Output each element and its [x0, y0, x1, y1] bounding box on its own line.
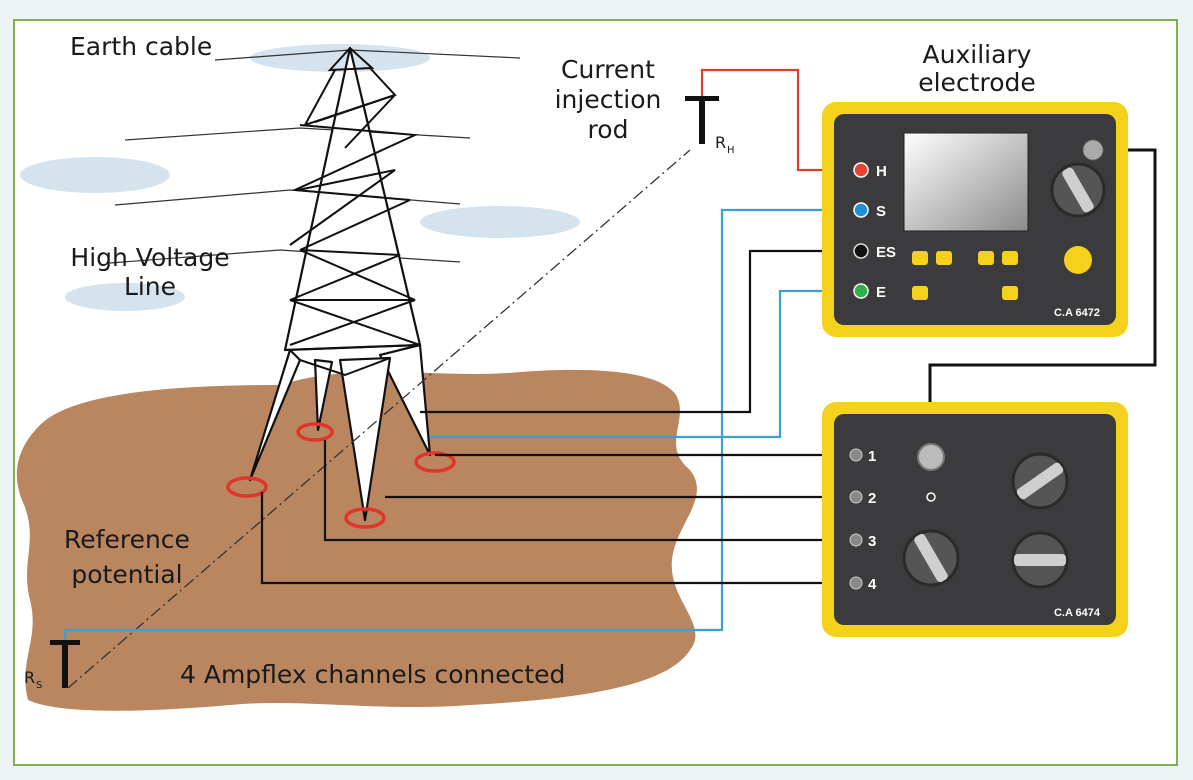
- indicator-dot: [926, 492, 936, 502]
- start-button[interactable]: [1064, 246, 1092, 274]
- terminal-e-label: E: [876, 284, 886, 301]
- terminal-h[interactable]: [853, 162, 869, 178]
- key-2[interactable]: [936, 251, 952, 265]
- channel-1-terminal[interactable]: [849, 448, 863, 462]
- hv-line-label-1: High Voltage: [70, 243, 229, 272]
- earth-cable-label: Earth cable: [70, 32, 212, 61]
- measurement-axis-line: [67, 149, 691, 689]
- current-rod-label-1: Current: [561, 55, 655, 84]
- channel-2-label: 2: [868, 490, 876, 507]
- current-rod-label-2: injection: [555, 85, 662, 114]
- rods: [50, 96, 719, 688]
- key-6[interactable]: [1002, 286, 1018, 300]
- rh-subscript: H: [727, 145, 735, 156]
- channel-2-terminal[interactable]: [849, 490, 863, 504]
- rs-subscript: S: [36, 680, 42, 691]
- aux-input-socket[interactable]: [917, 443, 945, 471]
- rotary-knob-grip: [1062, 167, 1094, 213]
- key-5[interactable]: [912, 286, 928, 300]
- rs-rod-stem: [62, 640, 68, 688]
- device-ca6474-model: C.A 6474: [1054, 607, 1101, 619]
- channel-1-label: 1: [868, 448, 876, 465]
- rh-label: R: [715, 133, 726, 152]
- terminal-e[interactable]: [853, 283, 869, 299]
- device-ca6474: 1 2 3 4 C.A 6474: [822, 402, 1128, 637]
- channel-4-terminal[interactable]: [849, 576, 863, 590]
- pylon-lattice: [284, 46, 421, 377]
- terminal-s-label: S: [876, 203, 886, 220]
- terminal-es-label: ES: [876, 244, 896, 261]
- knob-a-grip: [1016, 462, 1064, 500]
- aux-electrode-label-1: Auxiliary: [923, 40, 1032, 69]
- channel-3-terminal[interactable]: [849, 533, 863, 547]
- channel-3-label: 3: [868, 533, 876, 550]
- caption-label: 4 Ampflex channels connected: [180, 660, 565, 689]
- current-rod-label-3: rod: [588, 115, 629, 144]
- channel-4-label: 4: [868, 576, 877, 593]
- key-1[interactable]: [912, 251, 928, 265]
- knob-c-grip: [1014, 554, 1066, 566]
- ampflex-clamps: [226, 422, 456, 529]
- device-ca6472-screen: [903, 132, 1029, 232]
- device-ca6472: H S ES E C.A 6472: [822, 102, 1128, 337]
- key-3[interactable]: [978, 251, 994, 265]
- pylon: [248, 46, 432, 522]
- key-4[interactable]: [1002, 251, 1018, 265]
- device-ca6474-body: [834, 414, 1116, 625]
- rh-rod-stem: [699, 96, 705, 144]
- aux-electrode-label-2: electrode: [918, 68, 1036, 97]
- hv-line-label-2: Line: [124, 272, 176, 301]
- terminal-h-label: H: [876, 163, 887, 180]
- aux-electrode-socket[interactable]: [1082, 139, 1104, 161]
- terminal-s[interactable]: [853, 202, 869, 218]
- wires: [63, 68, 1157, 640]
- terminal-es[interactable]: [853, 243, 869, 259]
- rs-label: R: [24, 668, 35, 687]
- reference-potential-label-2: potential: [71, 560, 182, 589]
- knob-b-grip: [914, 533, 948, 583]
- reference-potential-label-1: Reference: [64, 525, 190, 554]
- device-ca6472-model: C.A 6472: [1054, 307, 1100, 319]
